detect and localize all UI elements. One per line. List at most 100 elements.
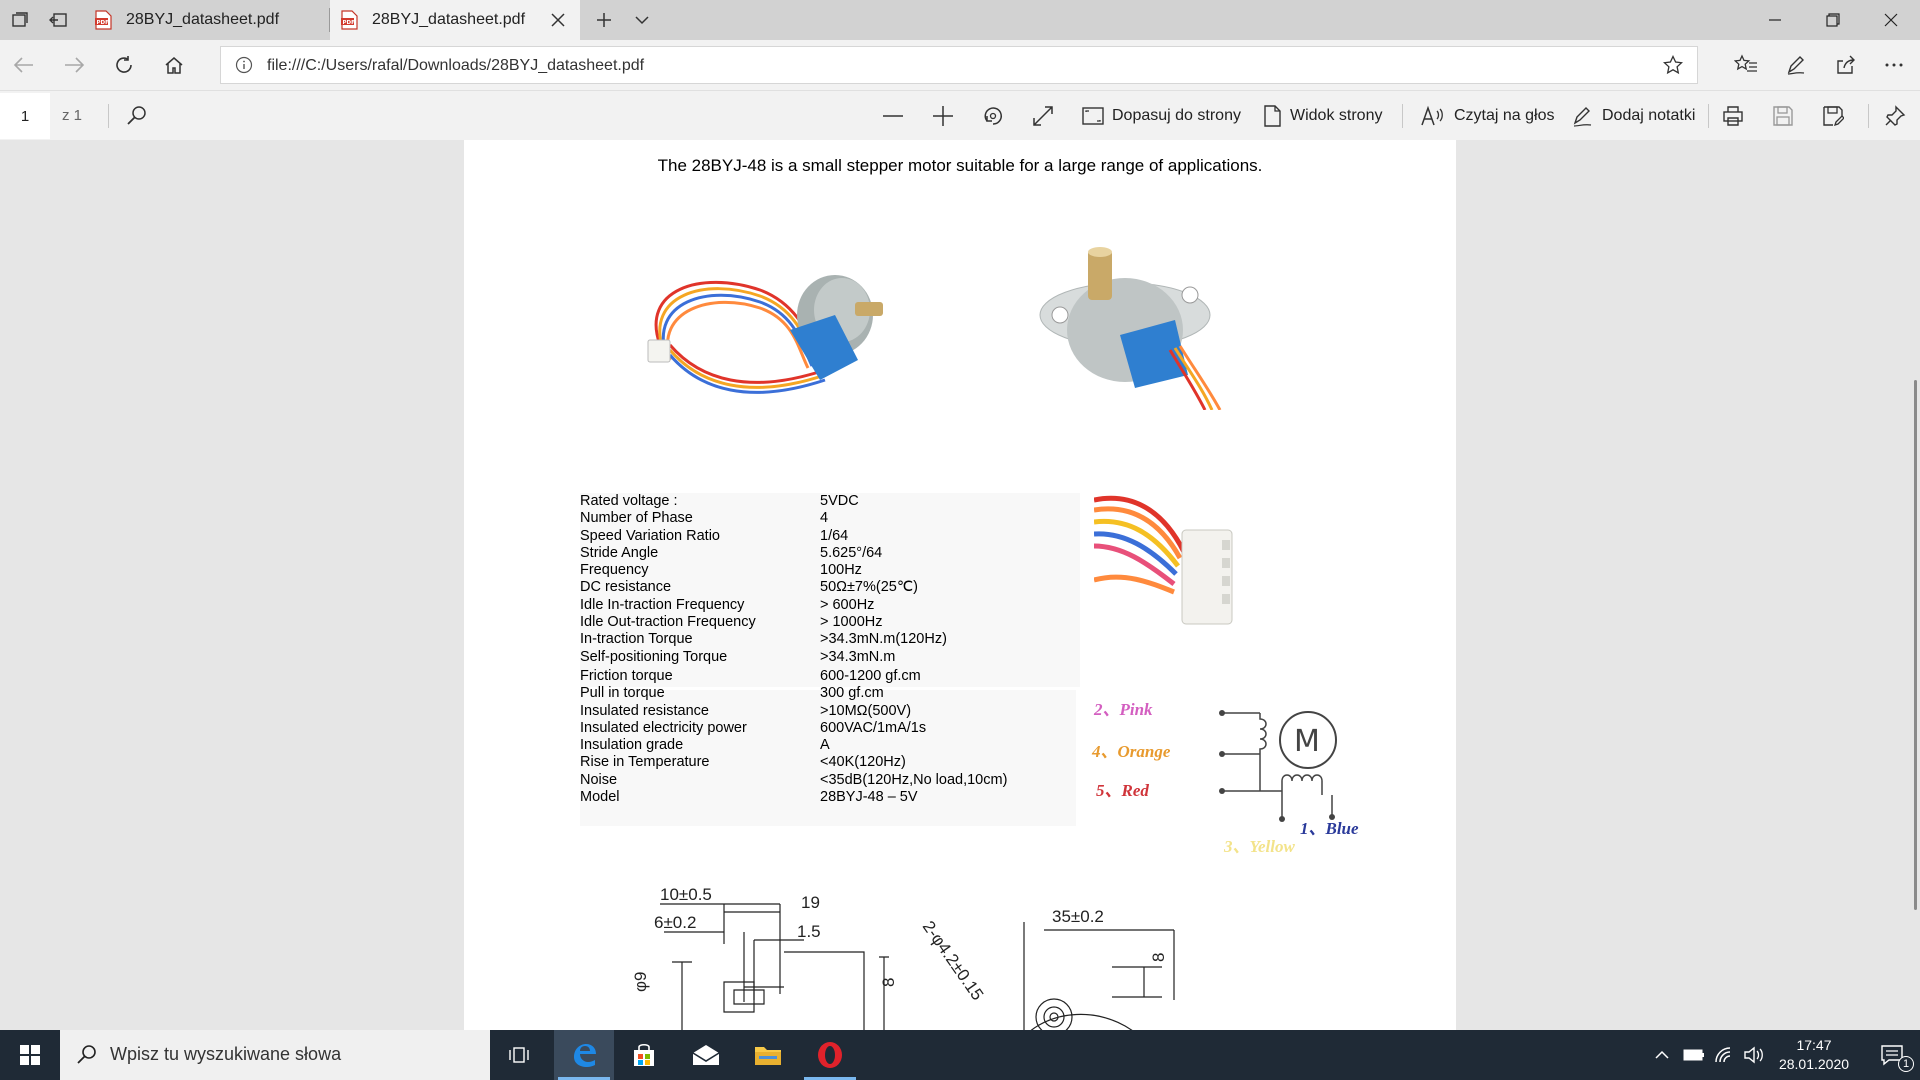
spec-row: Idle Out-traction Frequency> 1000Hz xyxy=(580,614,1007,631)
read-aloud-button[interactable]: Czytaj na głos xyxy=(1420,102,1555,130)
tab-actions-icon[interactable] xyxy=(8,8,32,32)
motor-with-cable-image xyxy=(647,275,883,394)
search-icon xyxy=(76,1044,98,1071)
spec-label: Number of Phase xyxy=(580,510,693,527)
wire-label-red: 5、Red xyxy=(1096,781,1149,800)
spec-value: 100Hz xyxy=(820,562,862,579)
tab-bar: PDF 28BYJ_datasheet.pdf PDF 28BYJ_datash… xyxy=(0,0,1920,40)
intro-text: The 28BYJ-48 is a small stepper motor su… xyxy=(657,156,1263,175)
spec-label: Model xyxy=(580,789,620,806)
favorite-star-icon[interactable] xyxy=(1662,54,1684,80)
battery-icon[interactable] xyxy=(1680,1030,1708,1080)
search-icon[interactable] xyxy=(126,102,156,130)
save-as-icon[interactable] xyxy=(1822,102,1852,130)
clock-date: 28.01.2020 xyxy=(1778,1056,1850,1072)
dimension-label: 35±0.2 xyxy=(1052,907,1104,926)
wire-label-blue: 1、Blue xyxy=(1300,819,1359,838)
spec-value: 50Ω±7%(25℃) xyxy=(820,579,918,596)
taskbar-search-box[interactable]: Wpisz tu wyszukiwane słowa xyxy=(60,1030,490,1080)
share-icon[interactable] xyxy=(1834,53,1858,77)
page-number-value: 1 xyxy=(20,107,30,125)
zoom-in-icon[interactable] xyxy=(932,102,962,130)
print-icon[interactable] xyxy=(1722,102,1752,130)
zoom-out-icon[interactable] xyxy=(882,102,912,130)
forward-icon[interactable] xyxy=(62,53,86,77)
taskbar: Wpisz tu wyszukiwane słowa 17:47 28.01.2… xyxy=(0,1030,1920,1080)
page-view-button[interactable]: Widok strony xyxy=(1262,102,1382,130)
address-bar: file:///C:/Users/rafal/Downloads/28BYJ_d… xyxy=(0,40,1920,90)
spec-value: <35dB(120Hz,No load,10cm) xyxy=(820,771,1008,788)
spec-value: > 1000Hz xyxy=(820,614,883,631)
minimize-icon[interactable] xyxy=(1746,0,1804,40)
set-aside-tabs-icon[interactable] xyxy=(46,8,70,32)
tab-preview-chevron-icon[interactable] xyxy=(630,8,654,32)
pdf-file-icon: PDF xyxy=(94,10,112,30)
store-app-icon[interactable] xyxy=(614,1030,674,1080)
notification-badge: 1 xyxy=(1898,1056,1914,1072)
file-explorer-icon[interactable] xyxy=(738,1030,798,1080)
spec-label: Noise xyxy=(580,771,618,788)
spec-row: Insulated resistance>10MΩ(500V) xyxy=(580,703,1007,720)
spec-label: Insulated resistance xyxy=(580,702,709,719)
volume-icon[interactable] xyxy=(1740,1030,1768,1080)
dimension-label: 2-φ4.2±0.15 xyxy=(919,917,987,1003)
read-aloud-label: Czytaj na głos xyxy=(1454,107,1555,124)
task-view-icon[interactable] xyxy=(490,1030,550,1080)
add-notes-label: Dodaj notatki xyxy=(1602,107,1696,124)
tab-divider xyxy=(329,8,330,32)
vertical-scrollbar[interactable] xyxy=(1914,380,1917,910)
clock-time: 17:47 xyxy=(1796,1037,1832,1053)
full-screen-icon[interactable] xyxy=(1032,102,1062,130)
connector-image xyxy=(1094,495,1233,625)
url-text: file:///C:/Users/rafal/Downloads/28BYJ_d… xyxy=(267,57,645,74)
dimension-label: 10±0.5 xyxy=(660,885,712,904)
spec-value: <40K(120Hz) xyxy=(820,754,906,771)
spec-row: Rated voltage :5VDC xyxy=(580,493,1007,510)
opera-app-icon[interactable] xyxy=(800,1030,860,1080)
fit-page-button[interactable]: Dopasuj do strony xyxy=(1082,102,1241,130)
pin-toolbar-icon[interactable] xyxy=(1884,102,1914,130)
rotate-icon[interactable] xyxy=(982,102,1012,130)
spec-value: > 600Hz xyxy=(820,596,875,613)
info-icon[interactable] xyxy=(235,56,253,79)
back-icon[interactable] xyxy=(12,53,36,77)
spec-label: Insulation grade xyxy=(580,737,684,754)
dimension-drawing: 10±0.5 6±0.2 19 1.5 φ9 8 2-φ4.2±0.15 35±… xyxy=(631,885,1175,1030)
show-hidden-icons-icon[interactable] xyxy=(1650,1030,1674,1080)
more-options-icon[interactable] xyxy=(1882,53,1906,77)
add-notes-button[interactable]: Dodaj notatki xyxy=(1572,102,1695,130)
wire-label-pink: 2、Pink xyxy=(1093,700,1153,719)
spec-value: 5.625°/64 xyxy=(820,544,883,561)
system-clock[interactable]: 17:47 28.01.2020 xyxy=(1764,1036,1864,1074)
motor-symbol: M xyxy=(1294,724,1320,759)
pdf-page: The 28BYJ-48 is a small stepper motor su… xyxy=(464,140,1456,1030)
wifi-icon[interactable] xyxy=(1710,1030,1738,1080)
mail-app-icon[interactable] xyxy=(676,1030,736,1080)
web-notes-pen-icon[interactable] xyxy=(1784,53,1808,77)
page-number-input[interactable]: 1 xyxy=(0,93,50,139)
new-tab-icon[interactable] xyxy=(592,8,616,32)
close-tab-icon[interactable] xyxy=(548,10,568,30)
tab-inactive[interactable]: PDF 28BYJ_datasheet.pdf xyxy=(84,0,330,40)
url-field[interactable]: file:///C:/Users/rafal/Downloads/28BYJ_d… xyxy=(220,46,1698,84)
dimension-label: 6±0.2 xyxy=(654,913,696,932)
close-window-icon[interactable] xyxy=(1862,0,1920,40)
wiring-diagram: 2、Pink 4、Orange 5、Red 1、Blue 3、Yellow M xyxy=(1091,700,1359,855)
spec-label: In-traction Torque xyxy=(580,631,693,648)
edge-app-icon[interactable] xyxy=(554,1030,614,1080)
refresh-icon[interactable] xyxy=(112,53,136,77)
dimension-label: φ9 xyxy=(631,972,650,992)
spec-value: 600VAC/1mA/1s xyxy=(820,719,927,736)
favorites-hub-icon[interactable] xyxy=(1734,53,1758,77)
tab-active[interactable]: PDF 28BYJ_datasheet.pdf xyxy=(330,0,580,40)
start-button[interactable] xyxy=(0,1030,60,1080)
spec-row: Noise <35dB(120Hz,No load,10cm) xyxy=(580,772,1007,789)
pdf-viewer[interactable]: The 28BYJ-48 is a small stepper motor su… xyxy=(0,140,1920,1030)
restore-icon[interactable] xyxy=(1804,0,1862,40)
save-icon[interactable] xyxy=(1772,102,1802,130)
page-total: z 1 xyxy=(62,107,83,124)
notification-center-icon[interactable]: 1 xyxy=(1864,1030,1920,1080)
home-icon[interactable] xyxy=(162,53,186,77)
spec-value: A xyxy=(820,737,830,754)
